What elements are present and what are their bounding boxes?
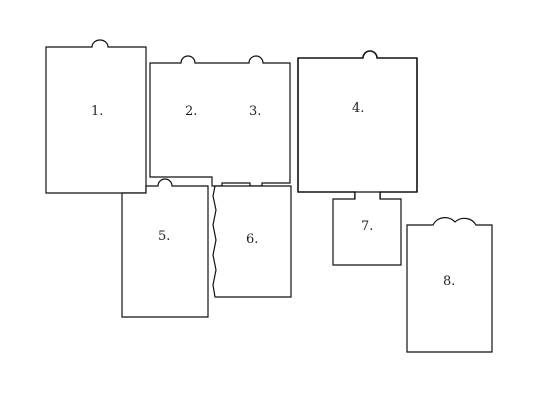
piece-1-outline: [45, 39, 147, 194]
piece-4-label: 4.: [352, 101, 364, 116]
piece-7-label: 7.: [361, 219, 373, 234]
piece-4-outline: [297, 50, 418, 200]
piece-7-outline: [332, 191, 402, 266]
piece-2-label: 2.: [185, 104, 197, 119]
piece-2-3-outline: [149, 55, 291, 187]
piece-1-label: 1.: [91, 104, 103, 119]
piece-5-outline: [121, 178, 209, 318]
piece-6-outline: [212, 185, 292, 298]
piece-8-label: 8.: [443, 274, 455, 289]
piece-8-outline: [406, 217, 493, 353]
piece-3-label: 3.: [249, 104, 261, 119]
piece-6-label: 6.: [246, 232, 258, 247]
piece-5-label: 5.: [158, 229, 170, 244]
